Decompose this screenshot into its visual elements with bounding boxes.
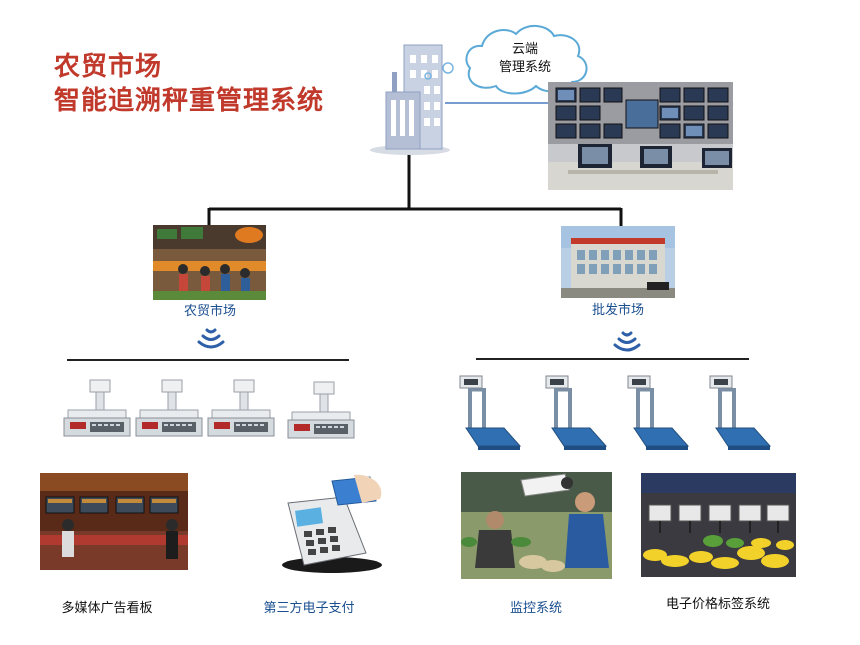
payment-terminal-photo: [274, 473, 388, 576]
monitoring-center-photo: [548, 82, 733, 190]
title-line-1: 农贸市场: [54, 52, 163, 82]
title-line-2: 智能追溯秤重管理系统: [54, 86, 325, 116]
site-label-farmers-market: 农贸市场: [183, 304, 236, 319]
electronic-shelf-label-photo: [641, 473, 796, 577]
ad-board-photo: [40, 473, 188, 570]
app-label-e-payment: 第三方电子支付: [263, 601, 355, 616]
cloud-label-line-1: 云端: [511, 42, 538, 57]
app-label-ad-board: 多媒体广告看板: [61, 601, 153, 616]
app-label-monitoring: 监控系统: [509, 601, 562, 616]
site-label-wholesale-market: 批发市场: [591, 303, 644, 318]
app-label-shelf-label: 电子价格标签系统: [665, 597, 770, 612]
farmers-market-photo: [153, 225, 266, 300]
wholesale-market-photo: [561, 226, 675, 298]
cloud-label-line-2: 管理系统: [498, 60, 551, 75]
monitoring-system-photo: [461, 472, 612, 579]
